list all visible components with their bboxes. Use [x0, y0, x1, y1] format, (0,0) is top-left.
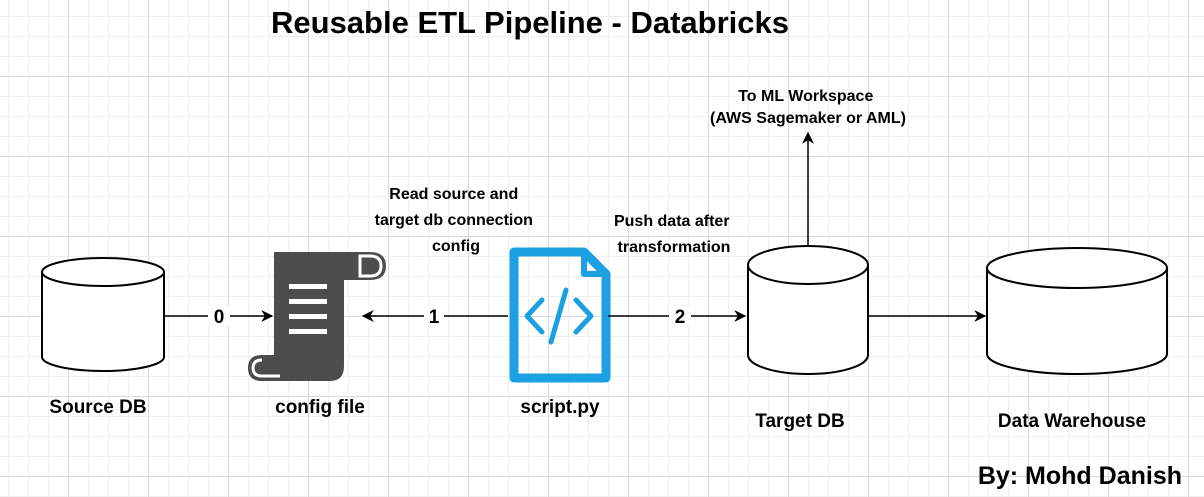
edge-2-label: Push data after transformation	[614, 213, 734, 256]
edge-1-number: 1	[429, 307, 440, 328]
source-db-cylinder[interactable]	[41, 257, 165, 372]
config-file-label: config file	[275, 397, 365, 418]
edge-0-number: 0	[214, 307, 225, 328]
edge-2-number: 2	[675, 307, 686, 328]
code-file-icon[interactable]	[509, 247, 611, 383]
page-title: Reusable ETL Pipeline - Databricks	[271, 5, 789, 40]
source-db-label: Source DB	[49, 397, 146, 418]
ml-workspace-label: To ML Workspace (AWS Sagemaker or AML)	[710, 88, 906, 127]
script-label: script.py	[520, 397, 600, 418]
scroll-icon[interactable]	[248, 252, 386, 381]
edge-1-label: Read source and target db connection con…	[375, 186, 538, 255]
target-db-cylinder[interactable]	[747, 245, 869, 375]
data-warehouse-cylinder[interactable]	[986, 247, 1168, 375]
target-db-label: Target DB	[755, 411, 844, 432]
data-warehouse-label: Data Warehouse	[998, 411, 1146, 432]
author-credit: By: Mohd Danish	[978, 462, 1182, 490]
